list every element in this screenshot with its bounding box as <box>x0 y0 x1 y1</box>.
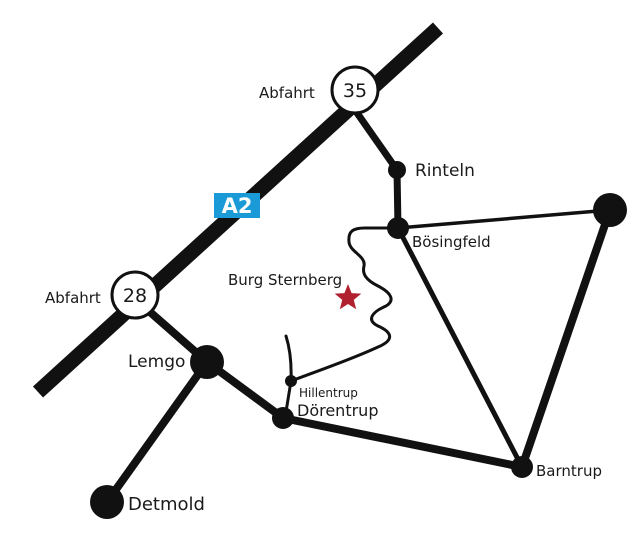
road-hillentrup-north <box>284 334 293 383</box>
a2-badge-label: A2 <box>222 194 253 218</box>
exit-35-label: Abfahrt <box>259 84 315 102</box>
node-boesingfeld <box>387 217 409 239</box>
label-boesingfeld: Bösingfeld <box>412 233 491 251</box>
exit-35: 35 <box>330 65 380 115</box>
label-burg-sternberg: Burg Sternberg <box>228 271 342 289</box>
road-east-barntrup <box>518 206 614 471</box>
road-boesingfeld-east <box>396 208 612 230</box>
exit-number: 35 <box>343 80 367 102</box>
road-lemgo-detmold <box>103 358 211 506</box>
label-rinteln: Rinteln <box>415 161 475 181</box>
label-hillentrup: Hillentrup <box>299 386 358 400</box>
label-doerentrup: Dörentrup <box>297 401 378 420</box>
road-winding-sternberg <box>289 226 400 383</box>
node-barntrup <box>511 456 533 478</box>
node-east <box>593 193 627 227</box>
exit-28-label: Abfahrt <box>45 289 101 307</box>
exit-number: 28 <box>123 285 147 307</box>
label-detmold: Detmold <box>128 494 205 515</box>
node-detmold <box>90 485 124 519</box>
node-rinteln <box>388 161 406 179</box>
road-exit28-barntrup <box>146 308 526 471</box>
label-barntrup: Barntrup <box>536 462 602 480</box>
road-boesingfeld-barntrup <box>395 225 525 470</box>
exit-28: 28 <box>110 270 160 320</box>
label-lemgo: Lemgo <box>128 352 185 372</box>
node-doerentrup <box>272 407 294 429</box>
node-lemgo <box>190 345 224 379</box>
node-hillentrup <box>285 375 297 387</box>
a2-badge <box>214 193 260 218</box>
burg-sternberg-star-icon <box>334 284 362 310</box>
